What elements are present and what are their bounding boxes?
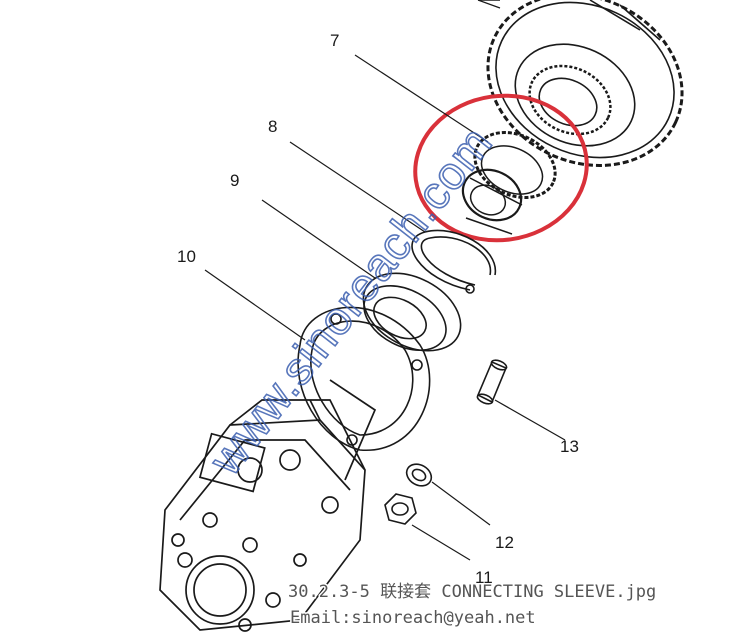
gasket-part-10 — [297, 306, 431, 451]
callout-9: 9 — [230, 171, 239, 190]
caption-filename: 30.2.3-5 联接套 CONNECTING SLEEVE.jpg — [288, 582, 656, 602]
callout-12: 12 — [495, 533, 514, 552]
callout-13: 13 — [560, 437, 579, 456]
callout-11: 11 — [475, 568, 493, 587]
pump-body — [159, 379, 377, 632]
highlight-ring — [413, 93, 589, 243]
large-gear — [478, 0, 684, 167]
callout-8: 8 — [268, 117, 277, 136]
nut-part-11 — [384, 493, 417, 525]
connecting-sleeve-part-7 — [461, 131, 557, 235]
callout-10: 10 — [177, 247, 196, 266]
callout-7: 7 — [330, 31, 339, 50]
washer-part-9 — [362, 272, 462, 352]
leader-lines — [204, 0, 566, 561]
lock-washer-part-12 — [405, 463, 433, 487]
caption-email: Email:sinoreach@yeah.net — [290, 608, 536, 628]
watermark-text: www.sinoreach.com — [198, 116, 502, 485]
stud-part-13 — [476, 359, 508, 405]
